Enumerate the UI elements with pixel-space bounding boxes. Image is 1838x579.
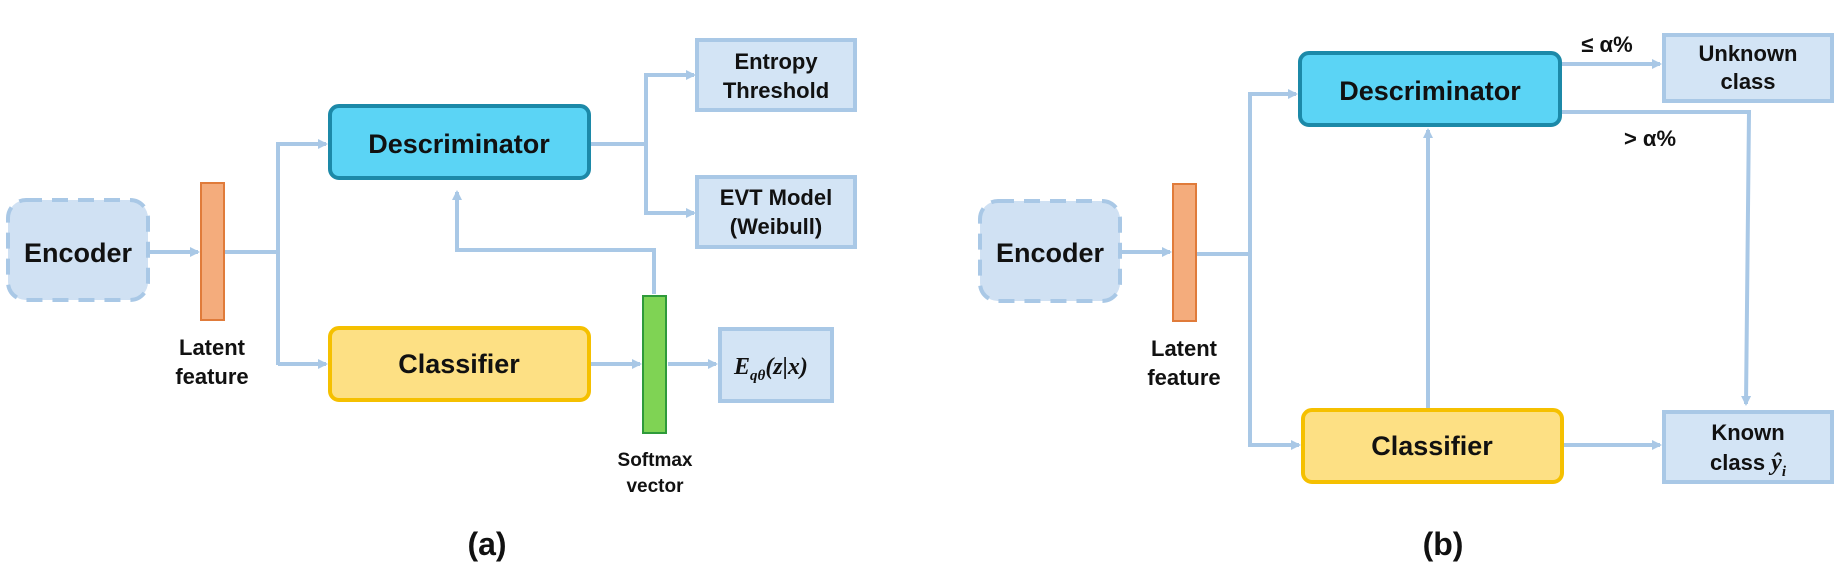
entropy-label-line2-a: Threshold xyxy=(723,78,829,103)
evt-label-line1-a: EVT Model xyxy=(720,185,832,210)
known-class-text-b: class xyxy=(1710,450,1771,475)
softmax-label-line1-a: Softmax xyxy=(618,450,693,471)
expectation-sub-a: qθ xyxy=(750,368,766,384)
known-class-box-b xyxy=(1662,410,1834,484)
expectation-formula-a: Eqθ(z|x) xyxy=(733,354,808,384)
caption-b: (b) xyxy=(1423,526,1464,562)
expectation-box-a xyxy=(718,327,834,403)
classifier-label-b: Classifier xyxy=(1371,431,1493,461)
discriminator-box-a xyxy=(328,104,591,180)
threshold-gt-label-b: > α% xyxy=(1624,126,1676,151)
known-yhat-b: ŷ xyxy=(1768,450,1782,476)
discriminator-label-a: Descriminator xyxy=(368,129,550,159)
latent-label-line2-a: feature xyxy=(175,364,248,389)
latent-feature-bar-b xyxy=(1172,183,1197,322)
classifier-label-a: Classifier xyxy=(398,349,520,379)
entropy-threshold-box-a xyxy=(695,38,857,112)
discriminator-label-b: Descriminator xyxy=(1339,76,1521,106)
latent-label-line2-b: feature xyxy=(1147,365,1220,390)
caption-a: (a) xyxy=(467,526,506,562)
softmax-label-line2-a: vector xyxy=(626,476,684,497)
encoder-label-b: Encoder xyxy=(996,238,1105,268)
edge-disc-to-known-b xyxy=(1562,110,1752,406)
panel-b: Encoder Latent feature Descriminator Cla… xyxy=(978,32,1834,562)
encoder-box-b xyxy=(978,199,1122,303)
entropy-label-line1-a: Entropy xyxy=(734,49,818,74)
evt-label-line2-a: (Weibull) xyxy=(730,214,822,239)
unknown-label-line2-b: class xyxy=(1720,69,1775,94)
unknown-class-box-b xyxy=(1662,33,1834,103)
softmax-vector-bar-a xyxy=(642,295,667,434)
encoder-box-a xyxy=(6,198,150,302)
latent-label-line1-b: Latent xyxy=(1151,336,1218,361)
discriminator-box-b xyxy=(1298,51,1562,127)
evt-model-box-a xyxy=(695,175,857,249)
panel-a: Encoder Latent feature Descriminator Cla… xyxy=(6,38,857,562)
encoder-label-a: Encoder xyxy=(24,238,133,268)
known-label-line2-b: class ŷi xyxy=(1710,450,1787,480)
known-label-line1-b: Known xyxy=(1711,420,1784,445)
classifier-box-b xyxy=(1301,408,1564,484)
expectation-arg-a: (z|x) xyxy=(765,354,808,380)
edge-softmax-feedback-a xyxy=(452,190,656,294)
latent-feature-bar-a xyxy=(200,182,225,321)
known-sub-b: i xyxy=(1782,464,1787,480)
expectation-E-a: E xyxy=(733,354,750,380)
latent-label-line1-a: Latent xyxy=(179,335,246,360)
classifier-box-a xyxy=(328,326,591,402)
threshold-le-label-b: ≤ α% xyxy=(1581,32,1632,57)
unknown-label-line1-b: Unknown xyxy=(1699,41,1798,66)
